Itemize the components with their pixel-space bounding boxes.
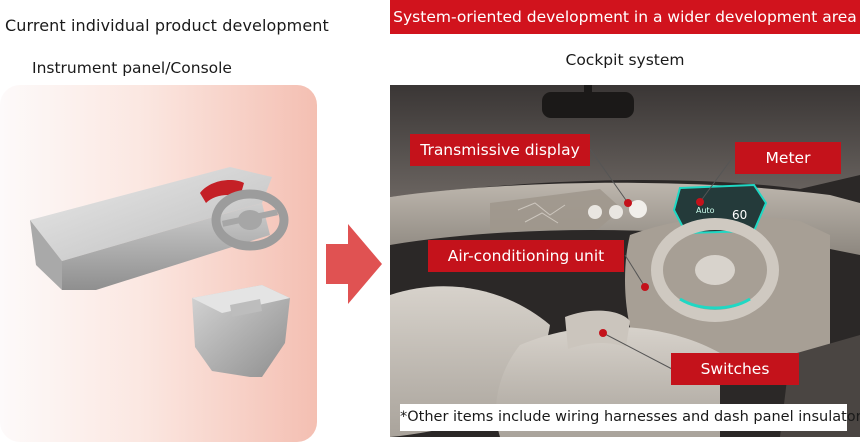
instrument-panel-illustration <box>30 167 290 377</box>
right-arrow-icon <box>326 224 382 304</box>
system-development-banner: System-oriented development in a wider d… <box>390 0 860 34</box>
callout-leaders <box>589 148 734 370</box>
meter-label: Meter <box>735 142 841 174</box>
current-development-title: Current individual product development <box>5 16 329 35</box>
meter-mode-text: Auto <box>696 206 715 215</box>
cockpit-system-title: Cockpit system <box>565 51 685 69</box>
cockpit-photo: Auto 60 Transmissive display Meter Air-c… <box>390 85 860 437</box>
meter-speed-text: 60 <box>732 208 747 222</box>
instrument-panel-console-image <box>0 85 317 442</box>
switches-label: Switches <box>671 353 799 385</box>
instrument-panel-console-label: Instrument panel/Console <box>32 59 232 77</box>
transmissive-display-label: Transmissive display <box>410 134 590 166</box>
air-conditioning-unit-label: Air-conditioning unit <box>428 240 624 272</box>
other-items-note: *Other items include wiring harnesses an… <box>400 404 860 431</box>
